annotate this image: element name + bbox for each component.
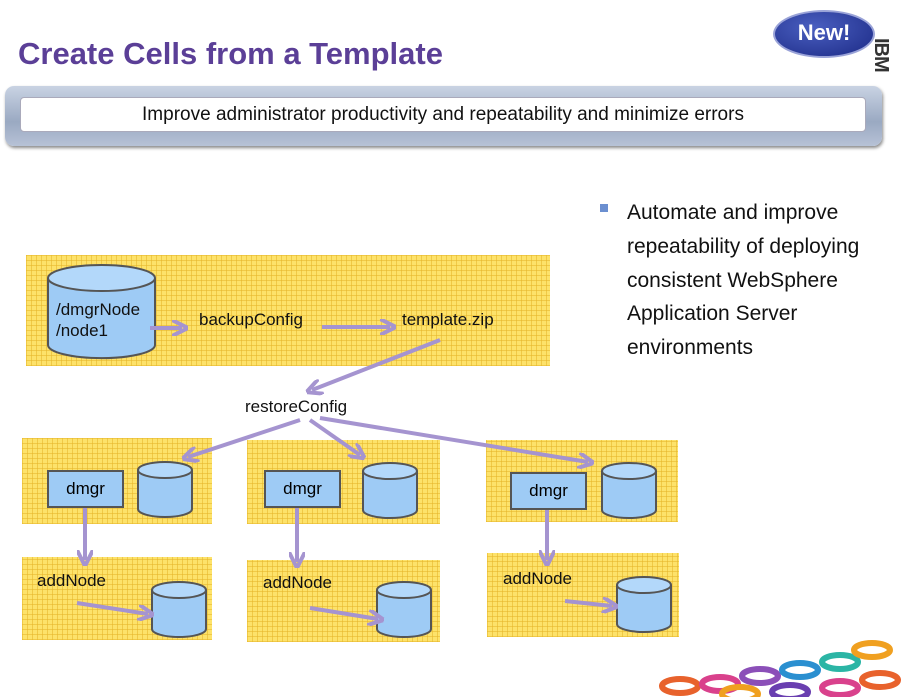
new-badge: New! — [773, 10, 875, 58]
addnode-label-2: addNode — [263, 573, 333, 592]
source-line-1: /dmgrNode — [56, 300, 141, 319]
source-cylinder-label: /dmgrNode /node1 — [56, 299, 140, 341]
dmgr-cylinder-2 — [362, 462, 418, 519]
arrow-restore-cell2 — [308, 418, 360, 455]
addnode-label-1: addNode — [37, 571, 107, 590]
ibm-ribbon-decoration — [659, 640, 901, 697]
node-cylinder-3 — [616, 576, 672, 633]
source-line-2: /node1 — [56, 321, 108, 340]
arrow-restore-cell3 — [319, 416, 588, 462]
bullet-text: Automate and improve repeatability of de… — [627, 201, 860, 360]
dmgr-box-1: dmgr — [47, 470, 124, 508]
arrow-addnode1 — [76, 601, 148, 614]
dmgr-cylinder-3 — [601, 462, 657, 519]
slide-title: Create Cells from a Template — [18, 36, 443, 71]
dmgr-box-3: dmgr — [510, 472, 587, 510]
dmgr-box-2: dmgr — [264, 470, 341, 508]
template-zip-label: template.zip — [402, 310, 494, 329]
restore-config-label: restoreConfig — [245, 397, 348, 416]
dmgr-cylinder-1 — [137, 461, 193, 518]
source-cylinder — [47, 264, 156, 360]
ibm-logo: IBM — [870, 38, 892, 72]
node-cylinder-2 — [376, 581, 432, 638]
flow-arrows — [76, 327, 612, 619]
node-box-2 — [247, 560, 440, 642]
banner-text: Improve administrator productivity and r… — [20, 97, 866, 132]
backup-config-label: backupConfig — [199, 310, 303, 329]
arrow-restore-cell1 — [188, 418, 301, 457]
arrow-to-restore — [312, 338, 441, 390]
arrow-addnode3 — [564, 601, 612, 606]
arrow-addnode2 — [309, 606, 378, 619]
node-cylinder-1 — [151, 581, 207, 638]
bullet-marker — [600, 204, 608, 212]
addnode-label-3: addNode — [503, 569, 573, 588]
